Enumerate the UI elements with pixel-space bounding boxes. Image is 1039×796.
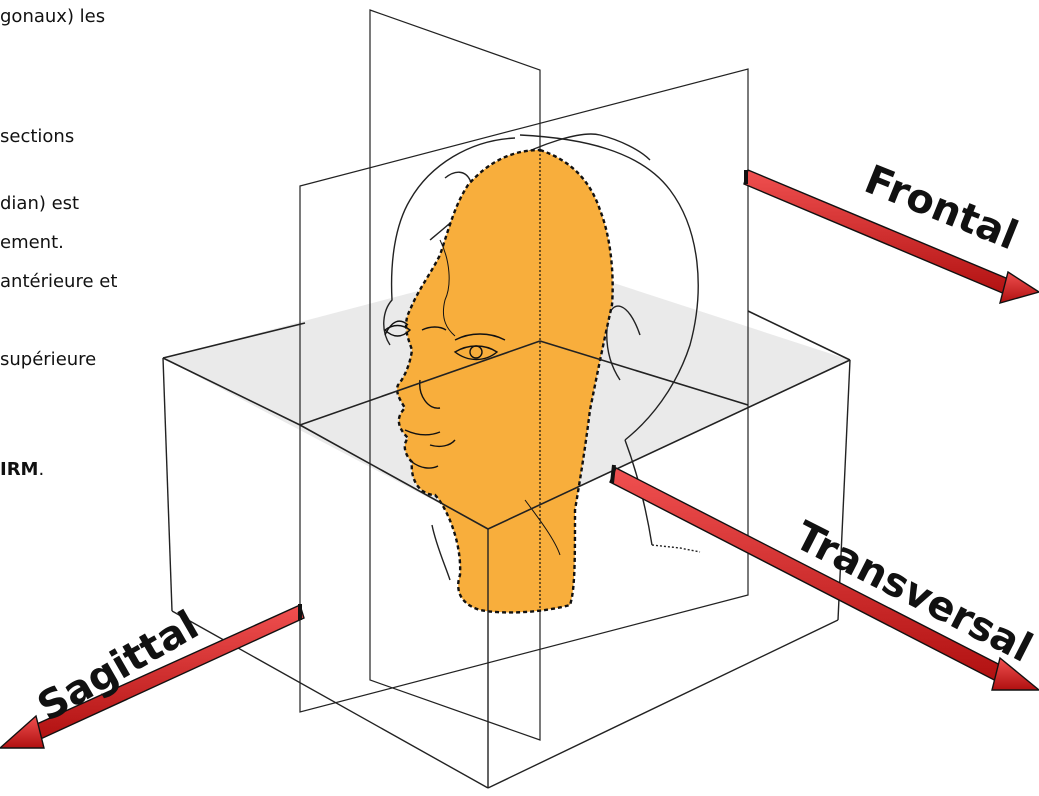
sagittal-section-highlight — [397, 150, 613, 612]
text-line-7: IRM. — [0, 459, 44, 481]
text-line-4: ement. — [0, 232, 64, 254]
transversal-arrow — [610, 465, 1039, 690]
text-line-7-period: . — [38, 459, 44, 480]
text-line-2: sections — [0, 126, 74, 148]
text-line-3: dian) est — [0, 193, 79, 215]
frontal-label: Frontal — [858, 157, 1024, 260]
text-line-5: antérieure et — [0, 271, 117, 293]
text-line-7-emphasis: IRM — [0, 459, 38, 480]
text-line-6: supérieure — [0, 349, 96, 371]
text-line-1: gonaux) les — [0, 6, 105, 28]
